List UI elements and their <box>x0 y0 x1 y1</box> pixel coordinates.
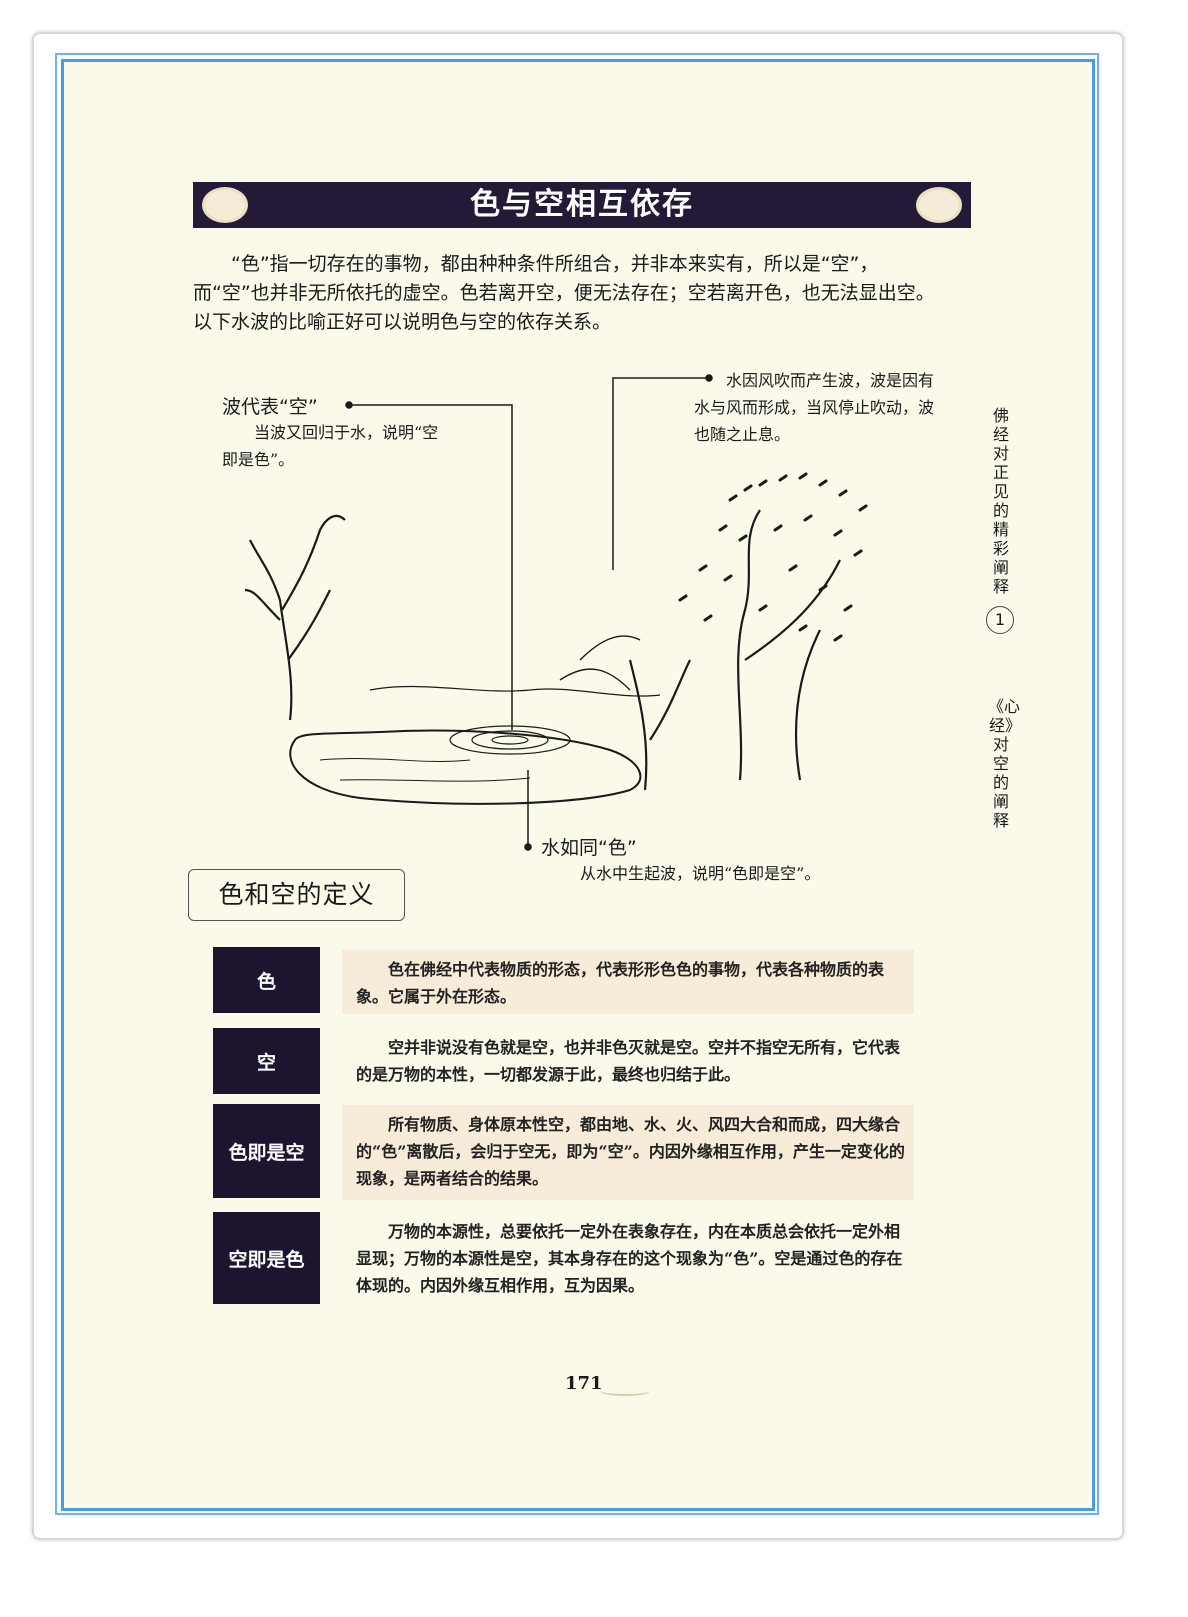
definition-body: 空并非说没有色就是空，也并非色灭就是空。空并不指空无所有，它代表的是万物的本性，… <box>356 1038 901 1084</box>
wave-note: 当波又回归于水，说明“空即是色”。 <box>222 423 439 469</box>
cloud-ornament-icon <box>600 1386 650 1396</box>
chapter-side-title: 佛经对正见的精彩阐释 <box>992 406 1009 596</box>
water-note: 从水中生起波，说明“色即是空”。 <box>580 864 821 883</box>
right-tree-drawing <box>559 472 868 791</box>
term-label: 色 <box>213 947 320 1013</box>
water-label: 水如同“色” <box>541 837 637 859</box>
definition-text: 所有物质、身体原本性空，都由地、水、火、风四大合和而成，四大缘合的“色”离散后，… <box>342 1105 914 1200</box>
chapter-number: 1 <box>986 606 1014 634</box>
definition-text: 空并非说没有色就是空，也并非色灭就是空。空并不指空无所有，它代表的是万物的本性，… <box>342 1028 914 1094</box>
definition-text: 万物的本源性，总要依托一定外在表象存在，内在本质总会依托一定外相显现；万物的本源… <box>342 1212 914 1304</box>
lotus-ornament-icon <box>919 190 959 220</box>
pond-drawing <box>289 685 661 805</box>
section-side-title: 《心经》对空的阐释 <box>988 697 1021 830</box>
definition-body: 色在佛经中代表物质的形态，代表形形色色的事物，代表各种物质的表象。它属于外在形态… <box>356 960 885 1006</box>
definition-text: 色在佛经中代表物质的形态，代表形形色色的事物，代表各种物质的表象。它属于外在形态… <box>342 950 914 1014</box>
annotation-leader-lines <box>345 374 713 851</box>
intro-paragraph: “色”指一切存在的事物，都由种种条件所组合，并非本来实有，所以是“空”，而“空”… <box>193 250 953 337</box>
wind-note: 水因风吹而产生波，波是因有水与风而形成，当风停止吹动，波也随之止息。 <box>694 371 935 444</box>
left-tree-drawing <box>244 514 346 721</box>
term-label: 色即是空 <box>213 1104 320 1198</box>
page-blue-border <box>55 53 1099 1515</box>
lotus-ornament-icon <box>205 190 245 220</box>
section-heading: 色和空的定义 <box>188 869 405 921</box>
definition-body: 万物的本源性，总要依托一定外在表象存在，内在本质总会依托一定外相显现；万物的本源… <box>356 1222 903 1295</box>
wave-label: 波代表“空” <box>222 396 318 418</box>
pond-trees-illustration <box>244 374 868 851</box>
definition-body: 所有物质、身体原本性空，都由地、水、火、风四大合和而成，四大缘合的“色”离散后，… <box>356 1115 905 1188</box>
page-number: 171 <box>565 1373 603 1394</box>
term-label: 空即是色 <box>213 1212 320 1304</box>
term-label: 空 <box>213 1028 320 1094</box>
page-title: 色与空相互依存 <box>470 187 694 222</box>
intro-text: “色”指一切存在的事物，都由种种条件所组合，并非本来实有，所以是“空”，而“空”… <box>193 253 935 333</box>
page-title-banner: 色与空相互依存 <box>193 182 971 228</box>
